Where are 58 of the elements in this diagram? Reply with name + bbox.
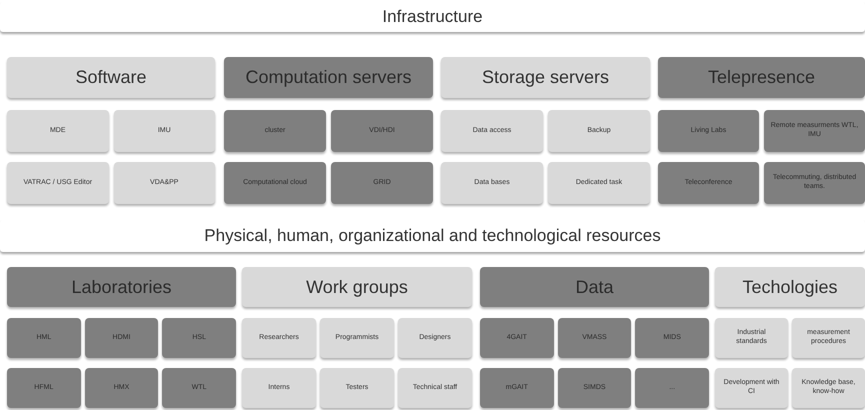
tile-label: Storage servers bbox=[482, 66, 610, 89]
category-header bbox=[441, 57, 650, 98]
item-tile bbox=[715, 318, 788, 358]
category-header bbox=[480, 267, 709, 307]
item-tile bbox=[558, 368, 632, 408]
item-tile bbox=[635, 318, 709, 358]
item-tile bbox=[7, 162, 108, 204]
item-tile bbox=[398, 318, 472, 358]
item-tile bbox=[635, 368, 709, 408]
category-header bbox=[224, 57, 433, 98]
section-banner bbox=[0, 220, 865, 252]
category-header bbox=[7, 267, 236, 307]
item-tile bbox=[548, 162, 650, 204]
item-tile bbox=[480, 318, 554, 358]
item-tile bbox=[658, 110, 759, 152]
item-tile bbox=[242, 318, 316, 358]
item-tile bbox=[224, 162, 326, 204]
item-tile bbox=[558, 318, 632, 358]
item-tile bbox=[398, 368, 472, 408]
item-tile bbox=[84, 368, 158, 408]
item-tile bbox=[114, 162, 215, 204]
item-tile bbox=[7, 110, 108, 152]
tile-label: Software bbox=[75, 66, 147, 89]
tile-label: Laboratories bbox=[71, 276, 172, 298]
item-tile bbox=[320, 368, 394, 408]
item-tile bbox=[224, 110, 326, 152]
item-tile bbox=[331, 110, 433, 152]
tile-label: Data bbox=[575, 276, 614, 298]
item-tile bbox=[441, 162, 543, 204]
category-header bbox=[7, 57, 215, 98]
section-banner bbox=[0, 2, 865, 32]
category-header bbox=[242, 267, 472, 307]
item-tile bbox=[658, 162, 759, 204]
tile-label: Infrastructure bbox=[382, 6, 483, 28]
item-tile bbox=[320, 318, 394, 358]
item-tile bbox=[331, 162, 433, 204]
tile-label: Telepresence bbox=[708, 66, 816, 89]
tile-label: Work groups bbox=[306, 276, 408, 298]
item-tile bbox=[242, 368, 316, 408]
item-tile bbox=[84, 318, 158, 358]
tile-label: Computation servers bbox=[245, 66, 412, 89]
item-tile bbox=[792, 368, 865, 408]
item-tile bbox=[480, 368, 554, 408]
category-header bbox=[715, 267, 865, 307]
category-header bbox=[658, 57, 865, 98]
item-tile bbox=[792, 318, 865, 358]
item-tile bbox=[114, 110, 215, 152]
item-tile bbox=[715, 368, 788, 408]
item-tile bbox=[548, 110, 650, 152]
item-tile bbox=[7, 318, 81, 358]
item-tile bbox=[7, 368, 81, 408]
item-tile bbox=[162, 318, 236, 358]
tile-label: Physical, human, organizational and technological resources bbox=[204, 225, 661, 247]
item-tile bbox=[441, 110, 543, 152]
item-tile bbox=[764, 110, 865, 152]
item-tile bbox=[162, 368, 236, 408]
item-tile bbox=[764, 162, 865, 204]
tile-label: Techologies bbox=[742, 276, 838, 298]
